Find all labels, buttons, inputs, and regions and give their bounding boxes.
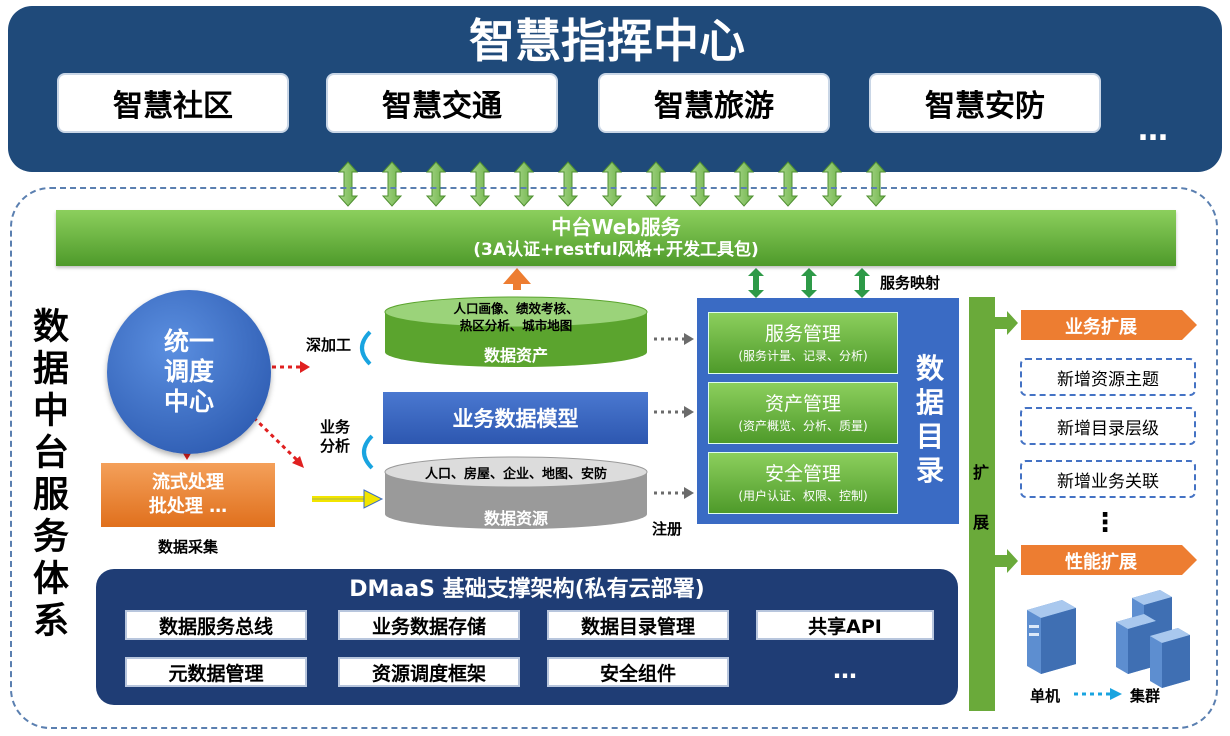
dmaas-catalog-management: 数据目录管理 xyxy=(547,610,729,640)
catalog-char-3: 目 xyxy=(915,420,944,453)
data-assets-top-line1: 人口画像、绩效考核、 xyxy=(453,301,579,316)
bracket-deep xyxy=(360,330,372,366)
double-arrow-2 xyxy=(381,161,403,207)
performance-expand-tab xyxy=(1021,545,1197,575)
expand-char-1: 扩 xyxy=(973,463,990,482)
dmaas-security-component: 安全组件 xyxy=(547,657,729,687)
scheduler-circle: 统一 调度 中心 xyxy=(107,290,271,454)
service-management-sub: (服务计量、记录、分析) xyxy=(738,349,868,363)
web-service-subtitle: (3A认证+restful风格+开发工具包) xyxy=(473,240,759,260)
catalog-char-1: 数 xyxy=(915,352,944,385)
asset-management-box: 资产管理 (资产概览、分析、质量) xyxy=(708,382,898,444)
biz-analysis-label: 业务 分析 xyxy=(320,418,350,456)
data-catalog-label: 数 据 目 录 xyxy=(906,350,954,490)
process-line1: 流式处理 xyxy=(152,472,224,493)
data-resources-label: 数据资源 xyxy=(483,509,548,528)
top-more-ellipsis: … xyxy=(1138,112,1170,148)
dmaas-shared-api: 共享API xyxy=(756,610,934,640)
data-assets-cylinder xyxy=(384,296,648,367)
web-service-title: 中台Web服务 xyxy=(551,215,681,239)
catalog-char-2: 据 xyxy=(915,386,944,419)
bracket-analysis xyxy=(362,434,374,470)
double-arrow-5 xyxy=(513,161,535,207)
double-arrow-13 xyxy=(865,161,887,207)
smart-traffic-box: 智慧交通 xyxy=(326,73,558,133)
security-management-sub: (用户认证、权限、控制) xyxy=(738,489,868,503)
dmaas-business-storage: 业务数据存储 xyxy=(338,610,520,640)
single-label: 单机 xyxy=(1030,687,1061,705)
cluster-label: 集群 xyxy=(1130,687,1161,705)
dmaas-service-bus: 数据服务总线 xyxy=(125,610,307,640)
asset-management-sub: (资产概览、分析、质量) xyxy=(738,419,868,433)
data-resources-top-text: 人口、房屋、企业、地图、安防 xyxy=(424,466,607,482)
double-arrow-6 xyxy=(557,161,579,207)
service-management-title: 服务管理 xyxy=(764,323,841,345)
smart-community-box: 智慧社区 xyxy=(57,73,289,133)
scheduler-line1: 统一 xyxy=(163,327,214,356)
data-resources-cylinder xyxy=(384,456,648,529)
scheduler-line2: 调度 xyxy=(163,357,214,386)
double-arrow-8 xyxy=(645,161,667,207)
dmaas-resource-scheduler: 资源调度框架 xyxy=(338,657,520,687)
service-management-box: 服务管理 (服务计量、记录、分析) xyxy=(708,312,898,374)
side-vertical-title: 数据中台服务体系 xyxy=(27,307,68,643)
cluster-server-icon xyxy=(1116,590,1190,688)
double-arrow-12 xyxy=(821,161,843,207)
double-arrow-9 xyxy=(689,161,711,207)
double-arrow-4 xyxy=(469,161,491,207)
expand-bar: 扩 展 xyxy=(969,297,995,711)
performance-expand-label: 性能扩展 xyxy=(1065,552,1137,573)
catalog-char-4: 录 xyxy=(915,454,944,487)
dmaas-more-ellipsis: … xyxy=(833,656,857,684)
business-expand-label: 业务扩展 xyxy=(1065,317,1137,338)
single-server-icon xyxy=(1027,600,1076,674)
double-arrow-11 xyxy=(777,161,799,207)
data-assets-top-line2: 热区分析、城市地图 xyxy=(459,318,573,333)
double-arrow-7 xyxy=(601,161,623,207)
web-service-bar: 中台Web服务 (3A认证+restful风格+开发工具包) xyxy=(56,210,1176,266)
dmaas-title: DMaaS 基础支撑架构(私有云部署) xyxy=(349,577,705,602)
security-management-box: 安全管理 (用户认证、权限、控制) xyxy=(708,452,898,514)
service-mapping-label: 服务映射 xyxy=(880,274,941,292)
new-catalog-level-box: 新增目录层级 xyxy=(1020,407,1196,445)
new-business-link-box: 新增业务关联 xyxy=(1020,460,1196,498)
data-collect-label: 数据采集 xyxy=(157,538,218,556)
command-center-title: 智慧指挥中心 xyxy=(469,14,745,68)
data-assets-top-text: 人口画像、绩效考核、 热区分析、城市地图 xyxy=(430,300,602,334)
scheduler-line3: 中心 xyxy=(163,387,214,416)
register-label: 注册 xyxy=(652,520,683,538)
smart-tourism-box: 智慧旅游 xyxy=(598,73,830,133)
biz-analysis-line1: 业务 xyxy=(320,418,351,436)
process-line2: 批处理 … xyxy=(148,496,228,517)
asset-management-title: 资产管理 xyxy=(764,393,841,415)
business-data-model-bar: 业务数据模型 xyxy=(383,392,648,444)
biz-analysis-line2: 分析 xyxy=(320,437,351,455)
double-arrow-1 xyxy=(337,161,359,207)
orange-up-arrow xyxy=(503,268,531,290)
data-assets-label: 数据资产 xyxy=(483,346,548,365)
double-arrow-10 xyxy=(733,161,755,207)
biz-arrow-line xyxy=(246,410,299,462)
security-management-title: 安全管理 xyxy=(764,463,841,485)
stream-batch-process-box: 流式处理 批处理 … xyxy=(101,463,275,527)
business-expand-tab xyxy=(1021,310,1197,340)
double-arrow-3 xyxy=(425,161,447,207)
service-mapping-arrows xyxy=(748,268,870,298)
smart-security-box: 智慧安防 xyxy=(869,73,1101,133)
new-resource-topic-box: 新增资源主题 xyxy=(1020,358,1196,396)
deep-process-label: 深加工 xyxy=(306,336,352,354)
data-platform-container xyxy=(10,187,1218,729)
expand-vdots: ⋮ xyxy=(1092,508,1118,538)
expand-char-2: 展 xyxy=(973,513,990,532)
dmaas-metadata-management: 元数据管理 xyxy=(125,657,307,687)
